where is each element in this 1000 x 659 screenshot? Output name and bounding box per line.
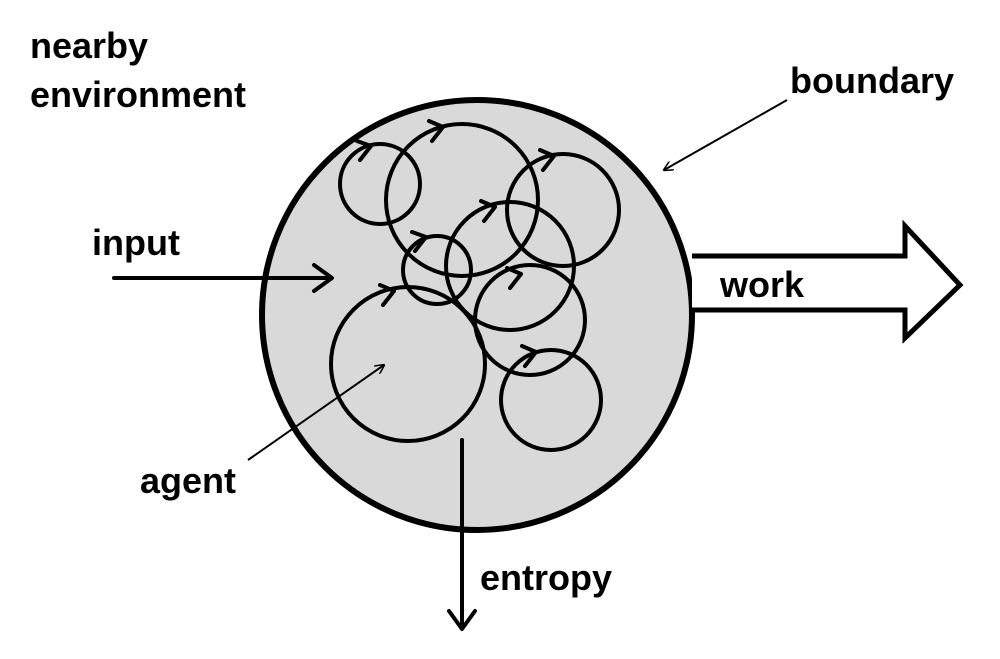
loop-arrowheads (355, 119, 556, 368)
label-work: work (719, 264, 805, 305)
agent-loop-5 (401, 234, 473, 306)
loop-arrowhead-1 (355, 139, 373, 162)
agent-loop-3 (505, 152, 621, 268)
loop-arrowhead-5 (410, 230, 428, 253)
label-environment-line1: nearby (30, 25, 148, 66)
label-input: input (92, 222, 180, 263)
agent-loop-7 (473, 263, 587, 377)
agent-loop-2 (384, 122, 540, 278)
loop-arrowhead-8 (520, 344, 538, 368)
entropy-arrow (447, 438, 477, 631)
agent-loop-1 (338, 142, 422, 226)
agents-group (329, 122, 621, 452)
work-arrow (692, 219, 964, 344)
loop-arrowhead-4 (479, 199, 497, 223)
agent-loop-8 (499, 348, 603, 452)
loop-arrowhead-7 (505, 266, 523, 290)
label-entropy: entropy (480, 557, 612, 598)
label-environment-line2: environment (30, 74, 246, 115)
boundary-pointer-line (664, 99, 788, 170)
agent-loop-6 (329, 285, 487, 443)
input-arrow (112, 263, 334, 293)
loop-arrowhead-6 (378, 283, 396, 307)
loop-arrowhead-3 (538, 148, 556, 172)
label-agent: agent (140, 460, 236, 501)
label-boundary: boundary (790, 60, 954, 101)
agent-pointer-line (247, 365, 384, 461)
loop-arrowhead-2 (427, 119, 445, 143)
agent-loop-4 (444, 200, 576, 332)
